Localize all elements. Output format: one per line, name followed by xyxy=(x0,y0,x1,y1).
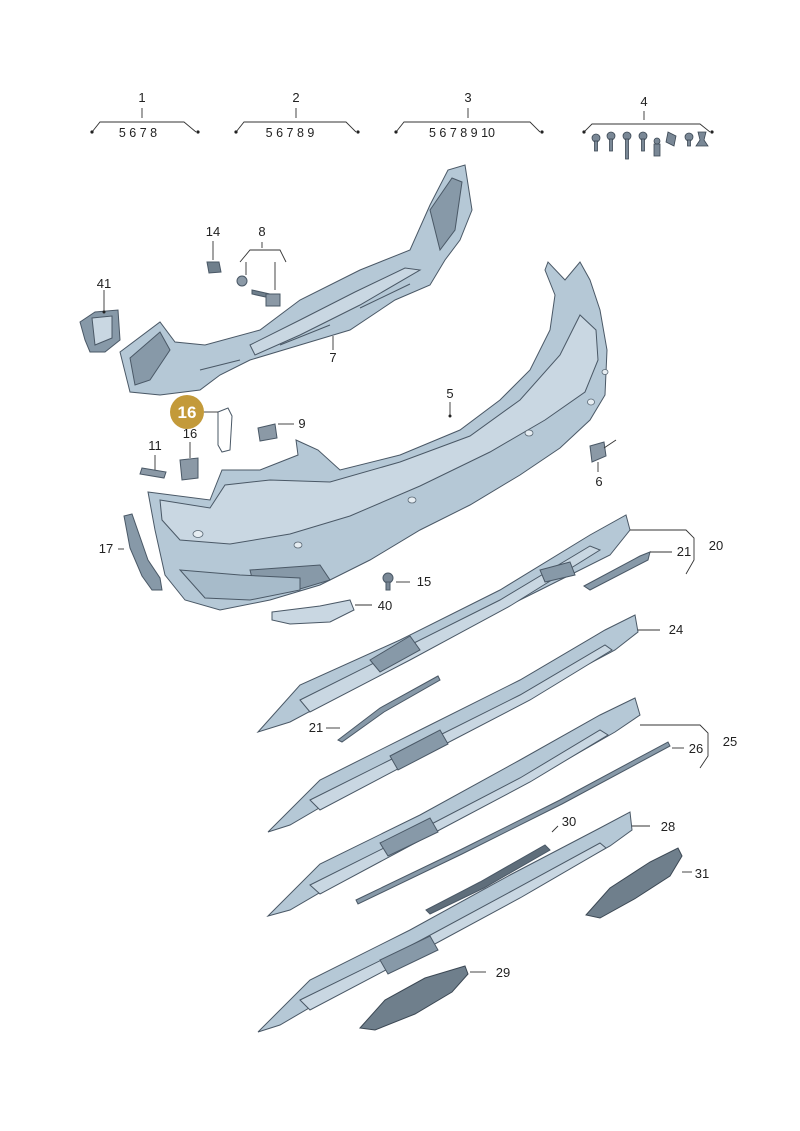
label-29: 29 xyxy=(496,965,510,980)
label-41: 41 xyxy=(97,276,111,291)
label-21-upper: 21 xyxy=(677,544,691,559)
kit-1-number: 1 xyxy=(138,90,145,105)
kit-4-number: 4 xyxy=(640,94,647,109)
label-11: 11 xyxy=(148,438,162,453)
label-5: 5 xyxy=(446,386,453,401)
kit-group-3[interactable]: 3 5 6 7 8 9 10 xyxy=(394,90,544,140)
part-14-nut[interactable]: 14 xyxy=(206,224,222,274)
part-24-diffuser[interactable]: 24 xyxy=(267,614,683,833)
label-25: 25 xyxy=(723,734,737,749)
label-20: 20 xyxy=(709,538,723,553)
kit-3-number: 3 xyxy=(464,90,471,105)
part-20-diffuser[interactable]: 20 xyxy=(256,514,723,734)
label-16-highlight: 16 xyxy=(178,403,197,422)
part-28-diffuser[interactable]: 28 xyxy=(257,811,675,1033)
label-26: 26 xyxy=(689,741,703,756)
label-30: 30 xyxy=(562,814,576,829)
part-17-side-bracket[interactable]: 17 xyxy=(99,513,163,591)
label-7: 7 xyxy=(329,350,336,365)
label-14: 14 xyxy=(206,224,220,239)
part-9-clip[interactable]: 9 xyxy=(257,416,306,442)
part-5-bumper-cover[interactable]: 5 xyxy=(147,261,609,611)
part-41-bracket[interactable]: 41 xyxy=(79,276,121,353)
highlight-badge-16[interactable] xyxy=(170,395,204,429)
kit-group-2[interactable]: 2 5 6 7 8 9 xyxy=(234,90,360,140)
part-40-trim[interactable]: 40 xyxy=(271,598,392,625)
part-21-trim-strip-upper[interactable]: 21 xyxy=(583,544,691,591)
label-28: 28 xyxy=(661,819,675,834)
bumper-carrier[interactable] xyxy=(119,164,473,396)
label-17: 17 xyxy=(99,541,113,556)
part-30-strip[interactable]: 30 xyxy=(425,814,576,915)
label-24: 24 xyxy=(669,622,683,637)
kit-group-4[interactable]: 4 xyxy=(582,94,714,160)
part-21-trim-strip-lower[interactable]: 21 xyxy=(309,675,441,743)
label-15: 15 xyxy=(417,574,431,589)
part-6-bracket[interactable]: 6 xyxy=(589,439,617,489)
label-31: 31 xyxy=(695,866,709,881)
label-9: 9 xyxy=(298,416,305,431)
label-21-lower: 21 xyxy=(309,720,323,735)
kit-2-contents: 5 6 7 8 9 xyxy=(266,126,315,140)
part-31-grille[interactable]: 31 xyxy=(585,847,709,919)
label-16: 16 xyxy=(183,426,197,441)
label-6: 6 xyxy=(595,474,602,489)
part-8-fasteners[interactable]: 8 xyxy=(236,224,287,307)
kit-2-number: 2 xyxy=(292,90,299,105)
part-11-strip[interactable]: 11 xyxy=(139,438,167,479)
kit-3-contents: 5 6 7 8 9 10 xyxy=(429,126,495,140)
part-15-screw[interactable]: 15 xyxy=(382,572,431,591)
fastener-icons xyxy=(591,131,709,160)
label-40: 40 xyxy=(378,598,392,613)
part-25-diffuser[interactable]: 25 xyxy=(266,697,737,917)
label-8: 8 xyxy=(258,224,265,239)
part-26-trim-strip[interactable]: 26 xyxy=(355,741,703,905)
part-16-bracket[interactable]: 16 16 xyxy=(170,395,233,481)
kit-group-1[interactable]: 1 5 6 7 8 xyxy=(90,90,200,140)
kit-1-contents: 5 6 7 8 xyxy=(119,126,157,140)
part-29-grille[interactable]: 29 xyxy=(358,965,510,1031)
